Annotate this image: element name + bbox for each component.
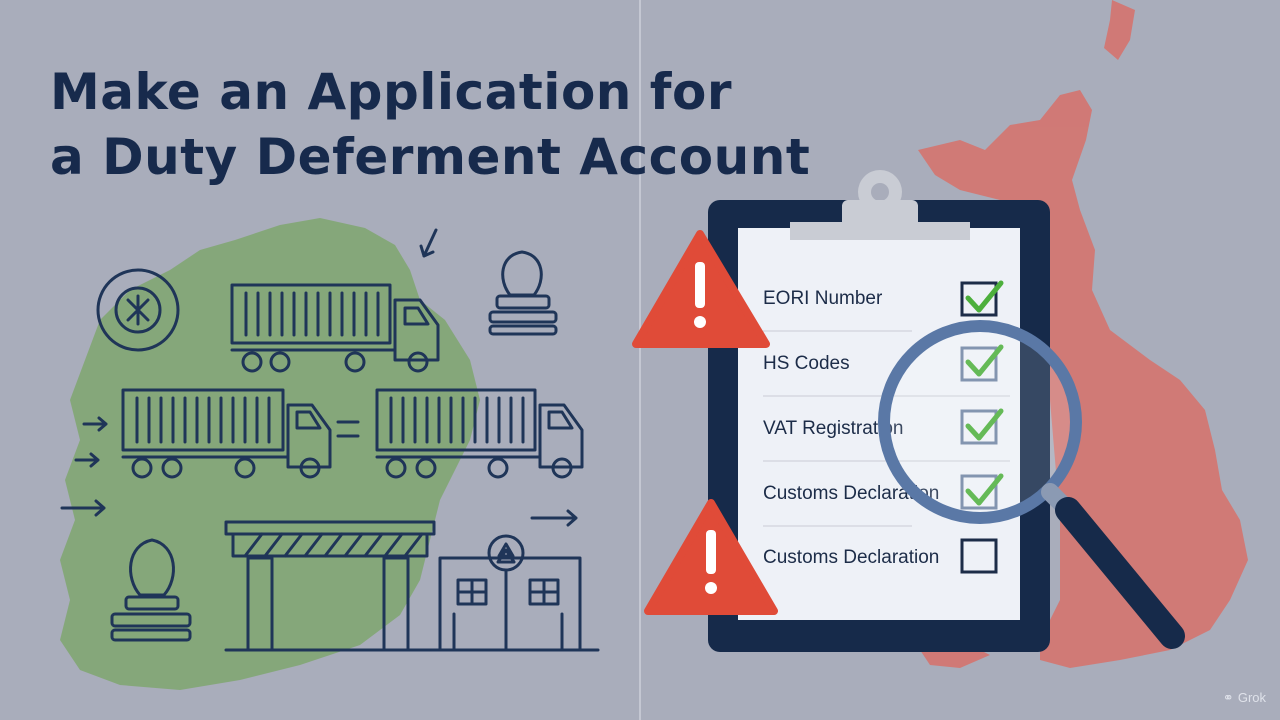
check-icon [965, 280, 1004, 313]
arrow-icon [74, 452, 100, 468]
border-barrier-icon [224, 520, 436, 652]
checklist-item-hs-codes: HS Codes [763, 353, 850, 374]
center-divider [639, 0, 641, 720]
truck-icon-1 [230, 283, 440, 373]
stamp-icon [488, 250, 558, 336]
logistics-icons [60, 228, 600, 652]
watermark: ⚭Grok [1223, 690, 1266, 706]
checkbox-customs-2 [960, 538, 998, 574]
page-title: Make an Application for a Duty Deferment… [50, 60, 810, 190]
truck-icon-2 [121, 388, 332, 479]
ireland-map [60, 218, 480, 690]
arrow-icon [530, 509, 578, 527]
title-line-1: Make an Application for [50, 63, 733, 121]
stamp-icon [110, 538, 192, 642]
watermark-text: Grok [1237, 690, 1266, 705]
checkbox-eori [960, 281, 998, 317]
title-line-2: a Duty Deferment Account [50, 128, 811, 186]
customs-seal-icon [96, 268, 180, 352]
checkbox-hs [960, 346, 998, 382]
arrow-icon [419, 228, 438, 258]
arrow-icon [82, 416, 108, 432]
check-icon [965, 344, 1004, 377]
check-icon [965, 473, 1004, 506]
checkbox-customs-1 [960, 474, 998, 510]
check-icon [965, 408, 1004, 441]
checklist-item-customs-2: Customs Declaration [763, 547, 940, 568]
checklist-item-vat: VAT Registration [763, 418, 904, 439]
checkbox-vat [960, 409, 998, 445]
arrow-icon [60, 499, 106, 517]
checklist-item-eori: EORI Number [763, 288, 883, 309]
arrow-icon [336, 420, 360, 438]
grok-logo-icon: ⚭ [1222, 690, 1234, 705]
customs-building-icon [430, 534, 600, 652]
truck-icon-3 [375, 388, 584, 479]
warning-icon [632, 230, 770, 348]
checklist-item-customs-1: Customs Declaration [763, 483, 940, 504]
warning-icon [644, 499, 778, 615]
